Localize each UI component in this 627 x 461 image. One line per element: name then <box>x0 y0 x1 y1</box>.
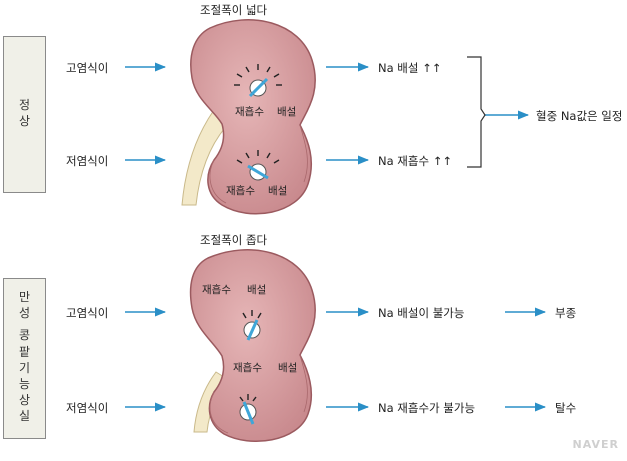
normal-high-salt-label: 고염식이 <box>66 61 109 75</box>
ckd-result-dehydration: 탈수 <box>555 401 577 415</box>
valve-ckd-bottom <box>239 394 257 425</box>
ckd-section-char: 만 <box>18 290 31 304</box>
ckd-section-char: 팥 <box>18 344 31 359</box>
ureter-normal <box>181 109 233 206</box>
ckd-title: 조절폭이 좁다 <box>200 233 268 247</box>
ckd-section-char: 상 <box>18 393 31 408</box>
normal-section-char: 정 <box>18 98 31 112</box>
ckd-low-salt-label: 저염식이 <box>66 401 109 415</box>
valve-normal-top <box>234 64 282 98</box>
normal-kidney-reabsorb-label-2: 재흡수 <box>226 185 255 197</box>
normal-kidney-reabsorb-label: 재흡수 <box>235 106 264 118</box>
ckd-kidney-excrete-label: 배설 <box>247 284 267 296</box>
normal-kidney-excrete-label: 배설 <box>277 106 297 118</box>
normal-title: 조절폭이 넓다 <box>200 3 268 17</box>
ckd-section-box: 만 성 콩 팥 기 능 상 실 <box>3 278 46 439</box>
normal-output-low: Na 재흡수 ↑↑ <box>378 154 452 168</box>
ckd-result-edema: 부종 <box>555 306 577 320</box>
ckd-high-salt-label: 고염식이 <box>66 306 109 320</box>
ckd-output-low: Na 재흡수가 불가능 <box>378 401 476 415</box>
ckd-section-char: 기 <box>18 360 31 375</box>
valve-normal-bottom <box>236 150 280 181</box>
ckd-kidney-reabsorb-label: 재흡수 <box>202 284 231 296</box>
normal-section-box: 정 상 <box>3 36 46 193</box>
ckd-output-high: Na 배설이 불가능 <box>378 306 465 320</box>
normal-low-salt-label: 저염식이 <box>66 154 109 168</box>
ckd-kidney-excrete-label-2: 배설 <box>278 362 298 374</box>
bracket <box>467 56 486 168</box>
naver-watermark: NAVER <box>572 438 619 451</box>
kidney-ckd <box>189 249 316 442</box>
kidney-normal <box>190 19 316 215</box>
ckd-section-char: 실 <box>18 409 31 424</box>
normal-kidney-excrete-label-2: 배설 <box>268 185 288 197</box>
normal-result: 혈중 Na값은 일정 <box>536 109 623 123</box>
ckd-section-char: 성 <box>18 306 31 321</box>
normal-output-high: Na 배설 ↑↑ <box>378 61 442 75</box>
ckd-section-char: 능 <box>18 377 31 392</box>
ckd-kidney-reabsorb-label-2: 재흡수 <box>233 362 262 374</box>
valve-ckd-top <box>242 310 262 341</box>
ckd-section-char: 콩 <box>18 328 31 343</box>
normal-section-char: 상 <box>18 114 31 128</box>
